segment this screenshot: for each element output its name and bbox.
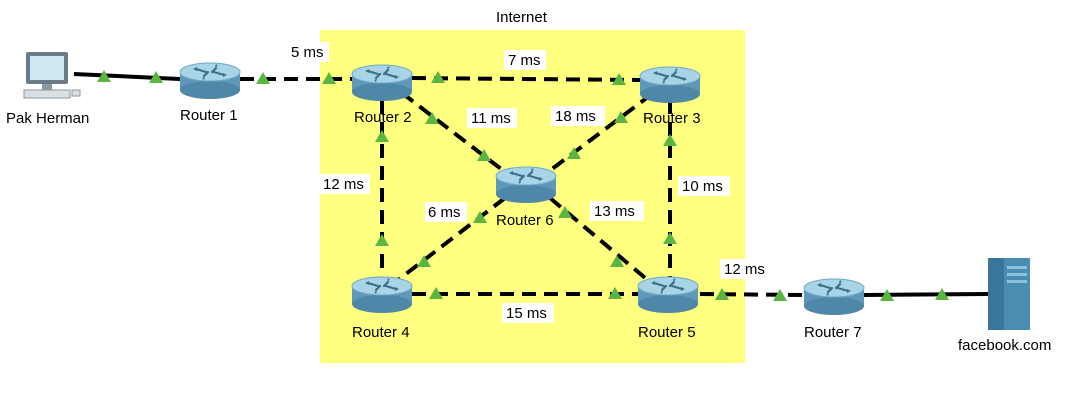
router-2-label: Router 2: [354, 109, 412, 126]
router-icon-5[interactable]: [636, 275, 700, 315]
port-triangle: [149, 71, 163, 83]
latency-label-r2-r4: 12 ms: [323, 176, 364, 193]
port-triangle: [473, 211, 487, 223]
port-triangle: [417, 255, 431, 267]
router-4-label: Router 4: [352, 324, 410, 341]
latency-label-r4-r5: 15 ms: [506, 305, 547, 322]
router-icon-3[interactable]: [638, 65, 702, 105]
port-triangle: [935, 288, 949, 300]
router-3-label: Router 3: [643, 110, 701, 127]
port-indicators: [97, 70, 949, 301]
port-triangle: [256, 72, 270, 84]
port-triangle: [322, 72, 336, 84]
port-triangle: [610, 255, 624, 267]
port-triangle: [375, 130, 389, 142]
latency-label-r3-r5: 10 ms: [682, 178, 723, 195]
internet-zone-label: Internet: [496, 9, 548, 26]
latency-label-r6-r5: 13 ms: [594, 203, 635, 220]
port-triangle: [663, 232, 677, 244]
link-r7-srv[interactable]: [863, 292, 989, 297]
latency-label-r6-r4: 6 ms: [428, 204, 461, 221]
router-icon-6[interactable]: [494, 165, 558, 205]
port-triangle: [614, 111, 628, 123]
latency-label-r2-r6: 11 ms: [471, 110, 511, 127]
router-6-label: Router 6: [496, 212, 554, 229]
port-triangle: [375, 234, 389, 246]
link-r6-r4[interactable]: [396, 196, 507, 282]
port-triangle: [612, 73, 626, 85]
port-triangle: [773, 289, 787, 301]
latency-label-r3-r6: 18 ms: [555, 108, 596, 125]
port-triangle: [429, 287, 443, 299]
link-pc-r1[interactable]: [73, 72, 181, 81]
server-label: facebook.com: [958, 337, 1051, 354]
port-triangle: [880, 289, 894, 301]
latency-label-r1-r2: 5 ms: [291, 44, 324, 61]
router-icon-2[interactable]: [350, 63, 414, 103]
pc-icon[interactable]: [23, 52, 81, 99]
port-triangle: [425, 112, 439, 124]
latency-label-r2-r3: 7 ms: [508, 52, 541, 69]
port-triangle: [663, 134, 677, 146]
port-triangle: [608, 287, 622, 299]
server-icon[interactable]: [988, 258, 1030, 330]
link-r2-r3[interactable]: [411, 76, 641, 82]
port-triangle: [477, 149, 491, 161]
link-r5-r7[interactable]: [699, 292, 803, 297]
router-icon-7[interactable]: [802, 277, 866, 317]
port-triangle: [431, 71, 445, 83]
port-triangle: [97, 70, 111, 82]
router-5-label: Router 5: [638, 324, 696, 341]
latency-label-r5-r7: 12 ms: [724, 261, 765, 278]
latency-labels: 5 ms 7 ms 11 ms 18 ms 12 ms 10 ms 6 ms 1…: [287, 42, 774, 323]
port-triangle: [567, 147, 581, 159]
router-7-label: Router 7: [804, 324, 862, 341]
pc-label: Pak Herman: [6, 110, 89, 127]
port-triangle: [558, 206, 572, 218]
router-icon-1[interactable]: [178, 61, 242, 101]
router-1-label: Router 1: [180, 107, 238, 124]
port-triangle: [715, 288, 729, 300]
router-icon-4[interactable]: [350, 275, 414, 315]
